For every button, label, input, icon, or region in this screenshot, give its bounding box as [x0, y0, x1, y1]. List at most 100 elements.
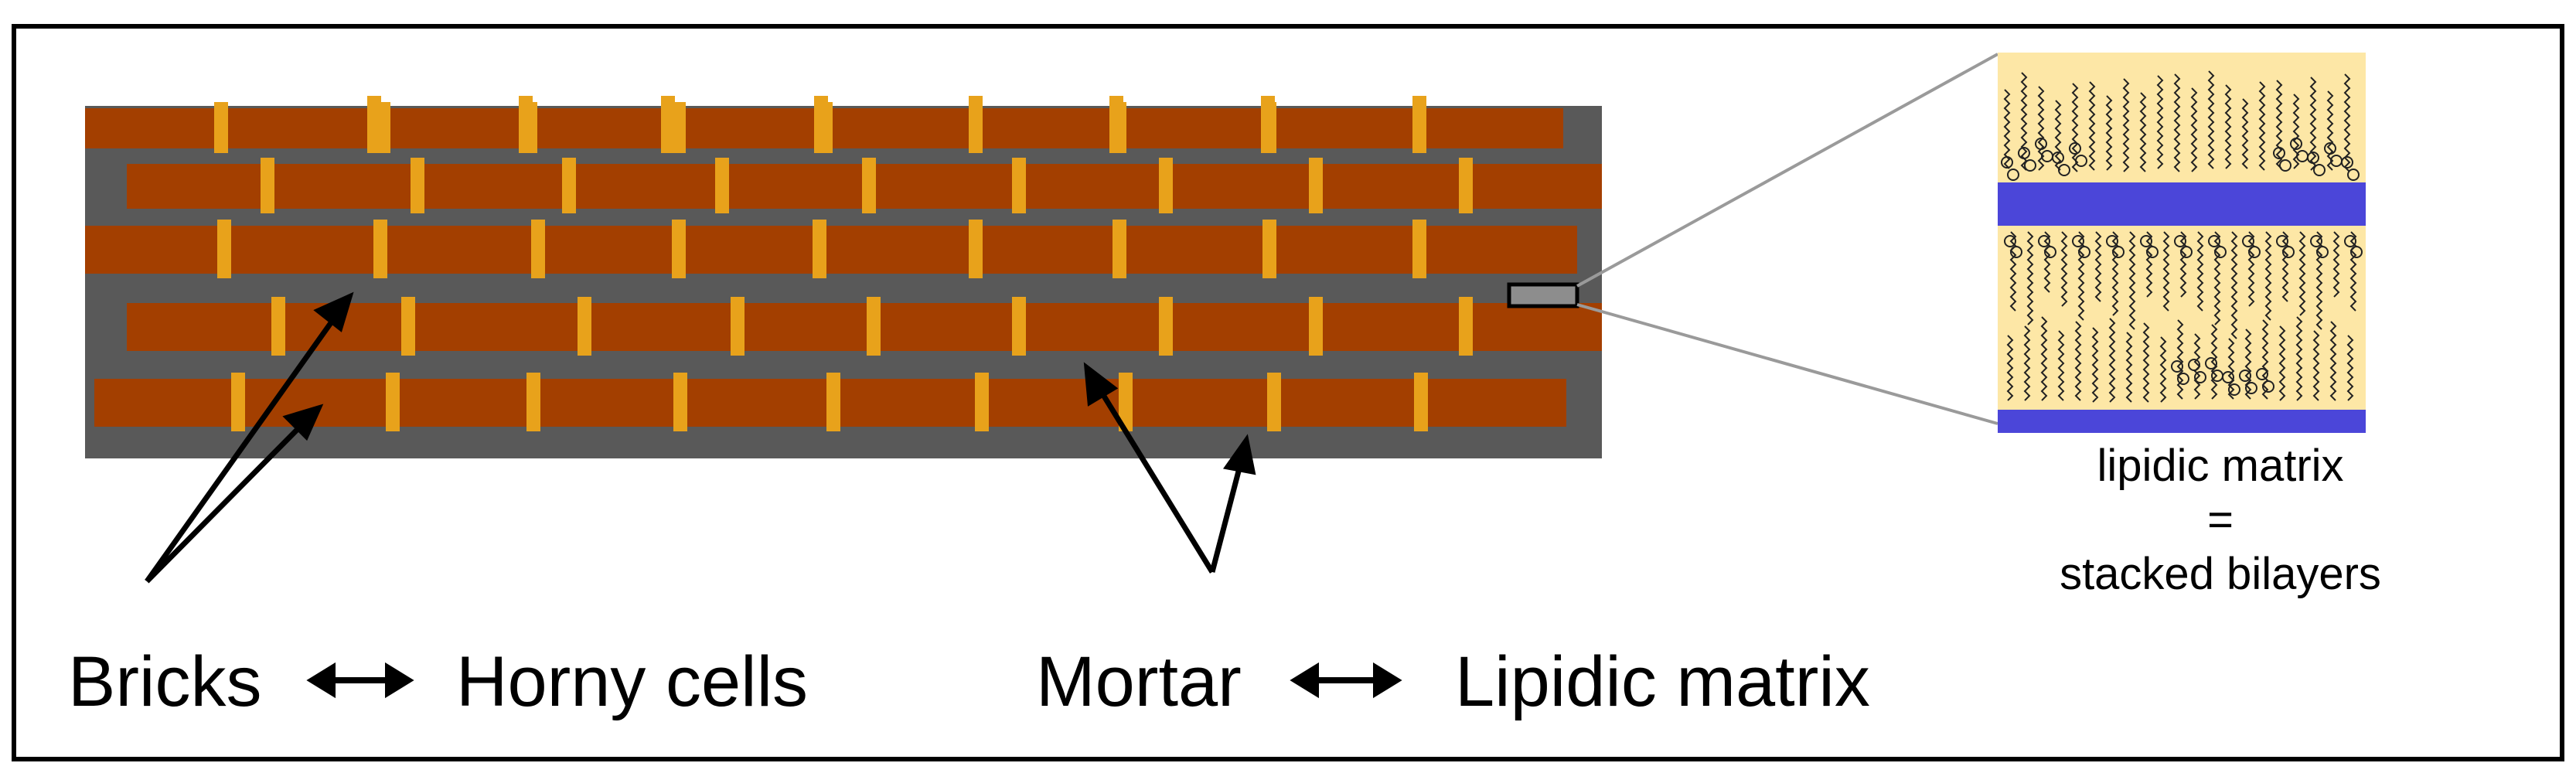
lipid-headgroup [2069, 142, 2081, 155]
bilayer-band-bottom [1998, 410, 2366, 433]
lipid-chain [2142, 322, 2150, 403]
brick [85, 108, 215, 148]
lipid-chain [2003, 89, 2011, 169]
spacer [1309, 158, 1323, 213]
lipid-headgroup [2341, 156, 2353, 169]
mortar-label: Mortar [1036, 642, 1242, 721]
zoom-source-box [1507, 282, 1579, 308]
spacer [578, 297, 591, 356]
spacer [1109, 96, 1123, 153]
spacer [367, 96, 381, 153]
arrowhead [282, 404, 324, 441]
arrow-shaft [145, 316, 336, 584]
brick [1276, 226, 1413, 274]
lipidic-matrix-label: Lipidic matrix [1455, 642, 1870, 721]
lipid-chain [2224, 84, 2232, 169]
spacer [1119, 373, 1133, 431]
spacer [1261, 96, 1275, 153]
lipid-headgroup [2075, 155, 2087, 167]
arrow-shaft [145, 421, 305, 584]
lipid-chain [2275, 80, 2283, 169]
brick [1126, 108, 1263, 148]
lipid-bilayer-inset [1998, 53, 2366, 433]
brick [1427, 379, 1566, 427]
lipid-headgroup [2112, 246, 2125, 258]
lipid-headgroup [2239, 370, 2251, 382]
spacer [1412, 220, 1426, 278]
brick [687, 379, 827, 427]
spacer [411, 158, 424, 213]
lipid-chain [2020, 72, 2028, 171]
brick [414, 303, 578, 351]
spacer [1012, 297, 1026, 356]
lipid-headgroup [2146, 246, 2159, 258]
lipid-chain [2043, 231, 2051, 293]
spacer [1262, 220, 1276, 278]
brick [387, 226, 532, 274]
lipid-chain [2026, 231, 2034, 325]
lipid-headgroup [2242, 235, 2254, 247]
bricks-pointer-arrows [145, 291, 354, 584]
lipid-chain [2343, 73, 2351, 172]
lipid-chain [2264, 231, 2272, 321]
brick [94, 379, 232, 427]
spacer [231, 373, 245, 431]
lipid-headgroup [2001, 156, 2013, 169]
lipid-chain [2006, 335, 2014, 401]
lipid-chain [2332, 231, 2340, 298]
spacer [969, 96, 983, 153]
spacer [969, 220, 983, 278]
lipid-headgroup [2208, 235, 2220, 247]
arrow-shaft [1209, 465, 1243, 573]
lipid-headgroup [2282, 246, 2295, 258]
lipid-headgroup [2307, 152, 2319, 164]
lipid-chain [2312, 330, 2320, 401]
lipid-chain [2060, 231, 2068, 307]
brick [85, 226, 218, 274]
spacer [1267, 373, 1281, 431]
lipid-chain [2145, 231, 2153, 298]
lipid-headgroup [2174, 235, 2186, 247]
brick [227, 108, 377, 148]
spacer [562, 158, 576, 213]
brick [274, 164, 411, 209]
spacer [975, 373, 989, 431]
brick [1472, 164, 1602, 209]
spacer [672, 102, 686, 153]
brick-rows [85, 108, 1602, 427]
inset-caption-line2: = [2207, 495, 2234, 545]
brick [744, 303, 867, 351]
lipid-chain [2054, 100, 2062, 171]
double-headed-arrow-icon [1290, 662, 1402, 699]
lipid-chain [2298, 231, 2306, 316]
brick [575, 164, 716, 209]
spacer [519, 96, 533, 153]
spacer [661, 96, 675, 153]
lipid-headgroup [2313, 164, 2326, 176]
lipid-chain [2162, 231, 2170, 312]
brick [1472, 303, 1602, 351]
spacer [386, 373, 400, 431]
lipid-chain [2244, 329, 2252, 400]
lipid-headgroup [2222, 371, 2234, 383]
lipid-chain [2156, 75, 2164, 169]
brick [544, 226, 673, 274]
lipid-headgroup [2177, 373, 2189, 385]
lipid-headgroup [2324, 142, 2336, 155]
brick [127, 164, 261, 209]
lipid-chain [2227, 338, 2235, 400]
spacer [672, 220, 686, 278]
lipid-headgroup [2310, 235, 2322, 247]
lipid-chain [2088, 81, 2096, 171]
lipid-chain [2173, 73, 2181, 172]
brick [840, 379, 976, 427]
spacer [813, 220, 826, 278]
lipid-headgroup [2180, 246, 2193, 258]
lipid-chain [2094, 231, 2102, 302]
lipid-headgroup [2171, 360, 2183, 373]
spacer [814, 96, 828, 153]
lipid-headgroup [2350, 246, 2363, 258]
brick [982, 226, 1113, 274]
